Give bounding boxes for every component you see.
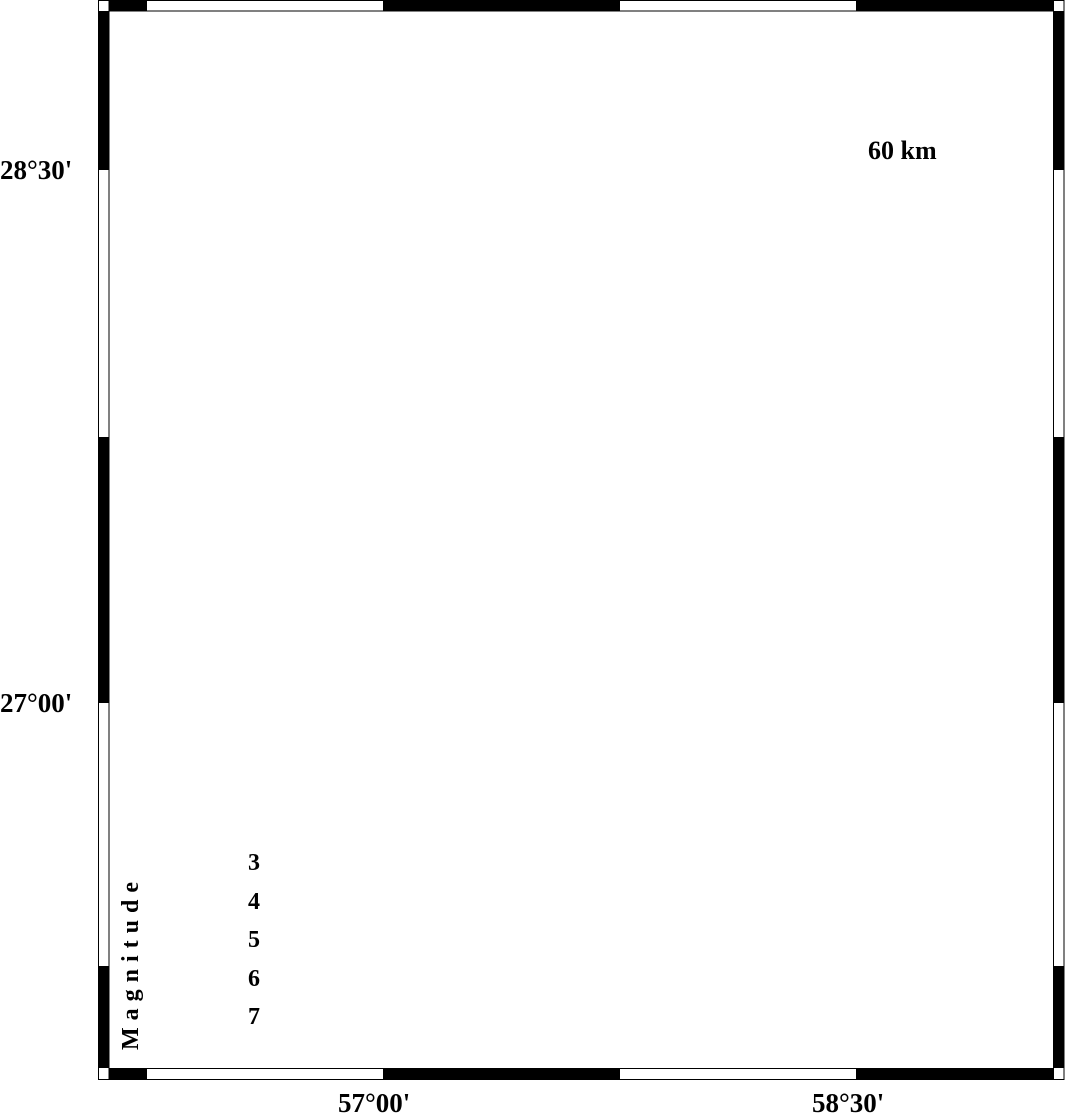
lat-label-27-00: 27°00' bbox=[0, 688, 73, 718]
legend-label: 5 bbox=[248, 927, 260, 953]
map-frame bbox=[98, 0, 1064, 1080]
lon-label-57-00: 57°00' bbox=[338, 1088, 411, 1118]
legend-label: 6 bbox=[248, 966, 260, 992]
scale-bar-label: 60 km bbox=[868, 136, 937, 165]
legend-label: 7 bbox=[248, 1004, 260, 1030]
legend-label: 4 bbox=[248, 889, 260, 915]
legend-label: 3 bbox=[248, 850, 260, 876]
lat-label-28-30: 28°30' bbox=[0, 155, 73, 185]
lon-label-58-30: 58°30' bbox=[812, 1088, 885, 1118]
legend-title: Magnitude bbox=[118, 874, 144, 1050]
